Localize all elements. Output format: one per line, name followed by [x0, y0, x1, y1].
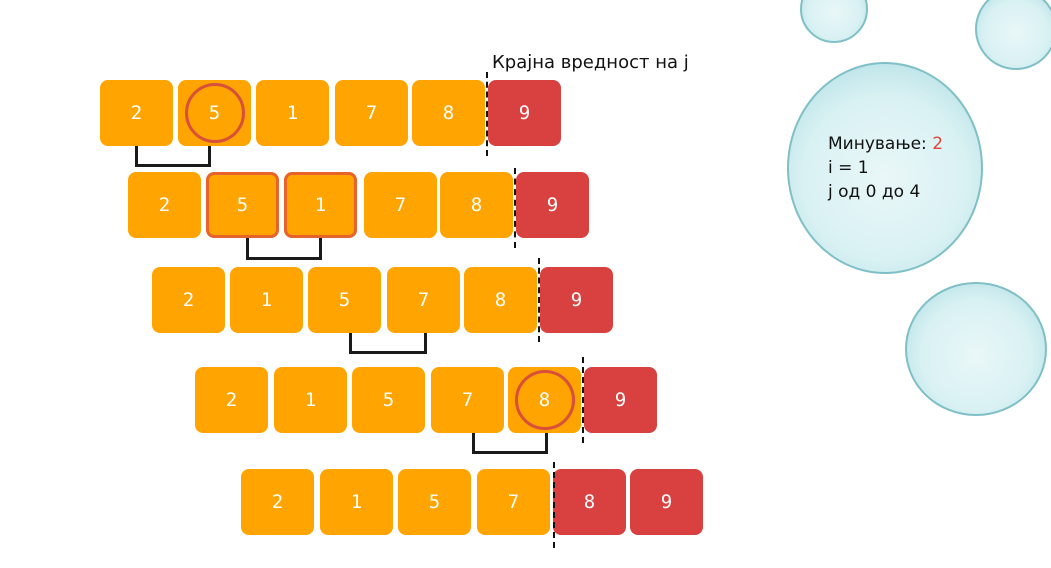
cell-value: 7 — [365, 102, 378, 124]
array-cell-sorted: 9 — [584, 367, 657, 433]
end-boundary-line — [538, 258, 540, 342]
highlight-ring — [184, 83, 245, 143]
array-cell: 2 — [241, 469, 314, 535]
end-boundary-line — [486, 72, 488, 156]
cell-value: 2 — [225, 389, 238, 411]
cell-value: 2 — [130, 102, 143, 124]
pass-line: Минување: 2 — [828, 132, 943, 156]
cell-value: 1 — [304, 389, 317, 411]
array-cell-sorted: 9 — [540, 267, 613, 333]
j-line: j од 0 до 4 — [828, 182, 921, 202]
array-cell: 8 — [440, 172, 513, 238]
cell-value: 5 — [236, 194, 249, 216]
cell-value: 2 — [271, 491, 284, 513]
array-cell: 7 — [387, 267, 460, 333]
highlight-ring — [514, 370, 575, 430]
pass-value: 2 — [932, 134, 944, 154]
cell-value: 9 — [546, 194, 559, 216]
array-cell: 8 — [412, 80, 485, 146]
array-cell-highlighted: 8 — [508, 367, 581, 433]
cell-value: 8 — [442, 102, 455, 124]
array-cell-sorted: 9 — [630, 469, 703, 535]
array-cell: 1 — [320, 469, 393, 535]
array-cell: 7 — [477, 469, 550, 535]
array-cell: 5 — [308, 267, 381, 333]
cell-value: 9 — [518, 102, 531, 124]
array-cell: 1 — [256, 80, 329, 146]
compare-bracket — [472, 433, 548, 454]
cell-value: 8 — [470, 194, 483, 216]
cell-value: 7 — [507, 491, 520, 513]
array-cell: 5 — [352, 367, 425, 433]
bubble-decoration-top-small — [800, 0, 868, 43]
end-boundary-line — [553, 462, 555, 548]
array-cell: 1 — [274, 367, 347, 433]
cell-value: 2 — [158, 194, 171, 216]
array-cell-compared: 5 — [206, 172, 279, 238]
array-cell: 8 — [464, 267, 537, 333]
i-line: i = 1 — [828, 158, 869, 178]
end-boundary-line — [514, 168, 516, 248]
array-cell: 7 — [431, 367, 504, 433]
cell-value: 9 — [570, 289, 583, 311]
array-cell-highlighted: 5 — [178, 80, 251, 146]
cell-value: 1 — [350, 491, 363, 513]
array-cell-sorted: 8 — [553, 469, 626, 535]
cell-value: 5 — [338, 289, 351, 311]
compare-bracket — [135, 146, 211, 167]
compare-bracket — [349, 333, 427, 354]
bubble-decoration-top-right — [975, 0, 1051, 70]
array-cell: 2 — [152, 267, 225, 333]
cell-value: 5 — [382, 389, 395, 411]
pass-label: Минување: — [828, 134, 933, 154]
cell-value: 1 — [286, 102, 299, 124]
pass-info-panel: Минување: 2 i = 1 j од 0 до 4 — [828, 132, 943, 204]
cell-value: 8 — [538, 389, 551, 411]
array-cell: 2 — [128, 172, 201, 238]
cell-value: 7 — [417, 289, 430, 311]
compare-bracket — [246, 238, 322, 260]
cell-value: 5 — [208, 102, 221, 124]
cell-value: 1 — [260, 289, 273, 311]
array-cell: 5 — [398, 469, 471, 535]
end-value-label: Крајна вредност на j — [492, 52, 689, 73]
cell-value: 5 — [428, 491, 441, 513]
array-cell-sorted: 9 — [516, 172, 589, 238]
cell-value: 2 — [182, 289, 195, 311]
cell-value: 7 — [394, 194, 407, 216]
cell-value: 7 — [461, 389, 474, 411]
cell-value: 8 — [494, 289, 507, 311]
array-cell: 2 — [195, 367, 268, 433]
bubble-info — [787, 62, 983, 274]
array-cell: 2 — [100, 80, 173, 146]
array-cell: 7 — [364, 172, 437, 238]
array-cell: 1 — [230, 267, 303, 333]
array-cell: 7 — [335, 80, 408, 146]
end-boundary-line — [582, 357, 584, 443]
array-cell-compared: 1 — [284, 172, 357, 238]
cell-value: 8 — [583, 491, 596, 513]
cell-value: 1 — [314, 194, 327, 216]
cell-value: 9 — [614, 389, 627, 411]
bubble-decoration-bottom — [905, 282, 1047, 416]
array-cell-sorted: 9 — [488, 80, 561, 146]
cell-value: 9 — [660, 491, 673, 513]
